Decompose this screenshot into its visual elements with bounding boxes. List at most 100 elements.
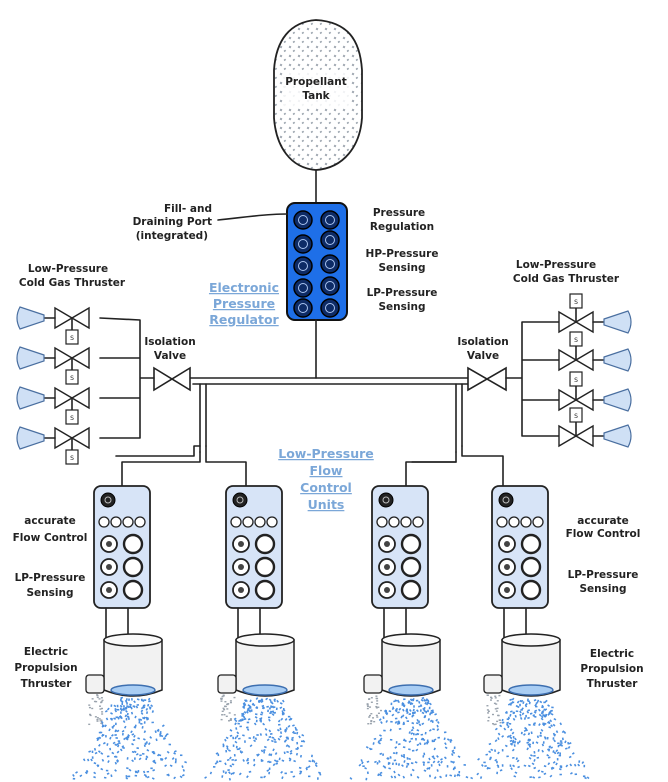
plume-particle [574, 773, 578, 776]
cathode-particle [223, 708, 226, 711]
electric-thruster-icon [217, 633, 295, 697]
plume-particle [263, 745, 267, 749]
plume-particle [298, 735, 301, 739]
plume-particle [110, 774, 113, 778]
ept-right-3: Thruster [587, 678, 639, 690]
plume-particle [284, 772, 287, 775]
plume-particle [533, 715, 537, 718]
plume-particle [540, 715, 544, 719]
plume-particle [287, 724, 291, 728]
cathode-particle [96, 694, 99, 696]
solenoid-box [569, 407, 583, 423]
plume-particle [508, 722, 512, 725]
plume-particle [260, 759, 264, 763]
plume-particle [511, 697, 515, 701]
plume-particle [445, 774, 448, 777]
cathode-particle [100, 722, 103, 725]
plume-particle [550, 724, 554, 728]
tank-label-2: Tank [302, 90, 330, 102]
plume-particle [400, 715, 403, 719]
plume-particle [557, 742, 560, 745]
plume-particle [509, 710, 513, 713]
plume-particle [117, 716, 120, 720]
plume-particle [107, 760, 110, 763]
plume-particle [131, 733, 135, 736]
plume-particle [393, 775, 397, 779]
plume-particle [432, 728, 435, 731]
plume-particle [506, 721, 509, 725]
cathode-particle [489, 699, 492, 701]
cathode-particle [496, 720, 499, 723]
flow-knob [254, 556, 276, 578]
plume-particle [301, 733, 305, 737]
plume-particle [236, 731, 240, 735]
plume-particle [134, 724, 137, 728]
plume-particle [280, 770, 284, 774]
plume-particle [394, 699, 398, 702]
plume-particle [392, 752, 396, 755]
cathode-particle [377, 712, 380, 714]
plume-particle [416, 743, 420, 747]
cathode-particle [486, 709, 489, 711]
plume-particle [114, 729, 117, 733]
cold-gas-nozzle-icon [16, 386, 45, 410]
plume-particle [421, 711, 425, 715]
plume-particle [408, 748, 411, 751]
plume-particle [420, 698, 424, 702]
plume-particle [137, 737, 141, 740]
plume-particle [366, 771, 369, 775]
plume-particle [446, 738, 450, 741]
plume-particle [382, 765, 386, 768]
plume-particle [411, 714, 415, 717]
plume-particle [527, 716, 530, 720]
cathode-particle [495, 710, 498, 712]
plume-particle [506, 723, 509, 727]
plume-particle [443, 737, 446, 741]
plume-particle [520, 731, 523, 735]
plume-particle [276, 728, 280, 732]
plume-particle [411, 721, 415, 725]
plume-particle [126, 712, 129, 716]
plume-particle [96, 738, 99, 742]
plume-particle [379, 734, 382, 737]
regulator-knob-ring [298, 239, 308, 249]
cathode-particle [499, 721, 502, 724]
plume-particle [564, 740, 567, 744]
plume-particle [217, 753, 220, 757]
plume-particle [509, 698, 513, 701]
plume-particle [117, 740, 121, 742]
plume-particle [458, 770, 461, 774]
plume-particle [533, 751, 536, 754]
flow-small-port [230, 516, 242, 528]
cathode-particle [491, 723, 494, 725]
plume-particle [112, 741, 116, 745]
cathode-particle [221, 695, 224, 698]
plume-particle [98, 731, 102, 734]
plume-particle [528, 756, 532, 760]
cathode-particle [88, 704, 91, 706]
plume-particle [538, 776, 541, 779]
plume-particle [437, 736, 441, 739]
plume-particle [555, 762, 558, 766]
plume-particle [421, 697, 425, 700]
plume-particle [423, 742, 427, 746]
plume-particle [147, 703, 150, 707]
flow-knob [232, 492, 248, 508]
plume-particle [258, 700, 260, 703]
ept-right-1: Electric [590, 648, 634, 660]
plume-particle [130, 730, 133, 734]
plume-particle [402, 708, 405, 712]
plume-particle [271, 713, 275, 716]
plume-particle [148, 700, 151, 703]
plume-particle [410, 728, 414, 732]
plume-particle [229, 756, 232, 760]
plume-particle [281, 699, 285, 703]
thruster-exit [110, 684, 156, 696]
plume-particle [106, 772, 110, 775]
plume-particle [118, 715, 122, 718]
plume-particle [416, 729, 420, 732]
plume-particle [501, 734, 505, 738]
plume-particle [427, 718, 431, 721]
regulator-knob [320, 254, 340, 274]
plume-particle [537, 769, 541, 773]
